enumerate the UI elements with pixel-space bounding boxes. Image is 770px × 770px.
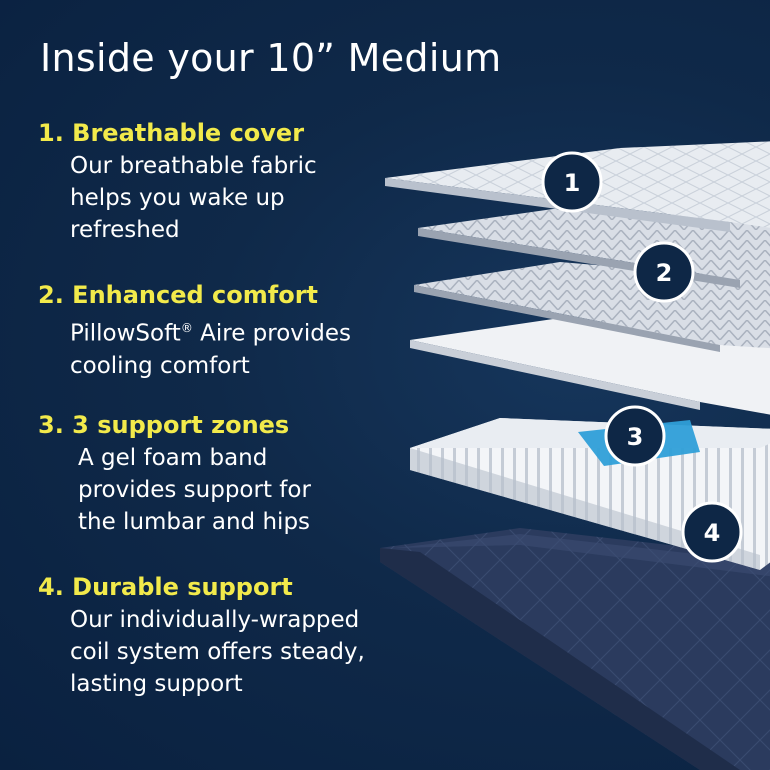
badge-4: 4 — [681, 501, 743, 563]
feature-line: provides support for — [78, 477, 311, 503]
feature-description: A gel foam band provides support for the… — [78, 442, 418, 538]
feature-heading: 4. Durable support — [38, 573, 293, 601]
feature-durable-support: 4. Durable support Our individually-wrap… — [38, 572, 418, 700]
feature-heading: 1. Breathable cover — [38, 119, 305, 147]
feature-description: PillowSoft® Aire provides cooling comfor… — [70, 312, 418, 382]
feature-line: the lumbar and hips — [78, 509, 311, 535]
feature-line: Our breathable fabric — [70, 153, 317, 179]
badge-3: 3 — [604, 405, 666, 467]
base-layer — [380, 528, 770, 770]
badge-2-label: 2 — [656, 259, 673, 287]
feature-enhanced-comfort: 2. Enhanced comfort PillowSoft® Aire pro… — [38, 280, 418, 382]
badge-1-label: 1 — [564, 169, 581, 197]
page-title: Inside your 10” Medium — [40, 36, 502, 80]
feature-line: Our individually-wrapped — [70, 607, 360, 633]
feature-heading: 3. 3 support zones — [38, 411, 290, 439]
feature-line: helps you wake up — [70, 185, 285, 211]
feature-description: Our breathable fabric helps you wake up … — [70, 150, 418, 246]
feature-breathable-cover: 1. Breathable cover Our breathable fabri… — [38, 118, 418, 246]
feature-line: coil system offers steady, — [70, 639, 365, 665]
feature-line-rest: Aire provides — [192, 320, 352, 347]
foam-layers — [410, 208, 770, 415]
feature-support-zones: 3. 3 support zones A gel foam band provi… — [38, 410, 418, 538]
brand-name: PillowSoft — [70, 320, 181, 347]
feature-description: Our individually-wrapped coil system off… — [70, 604, 418, 700]
feature-line: A gel foam band — [78, 445, 268, 471]
feature-line: PillowSoft® Aire provides — [70, 312, 418, 350]
badge-1: 1 — [541, 151, 603, 213]
feature-line: lasting support — [70, 671, 243, 697]
badge-2: 2 — [633, 241, 695, 303]
feature-line: refreshed — [70, 217, 180, 243]
feature-line: cooling comfort — [70, 352, 250, 379]
badge-3-label: 3 — [627, 423, 644, 451]
badge-4-label: 4 — [704, 519, 721, 547]
feature-heading: 2. Enhanced comfort — [38, 281, 319, 309]
registered-mark: ® — [180, 321, 193, 335]
